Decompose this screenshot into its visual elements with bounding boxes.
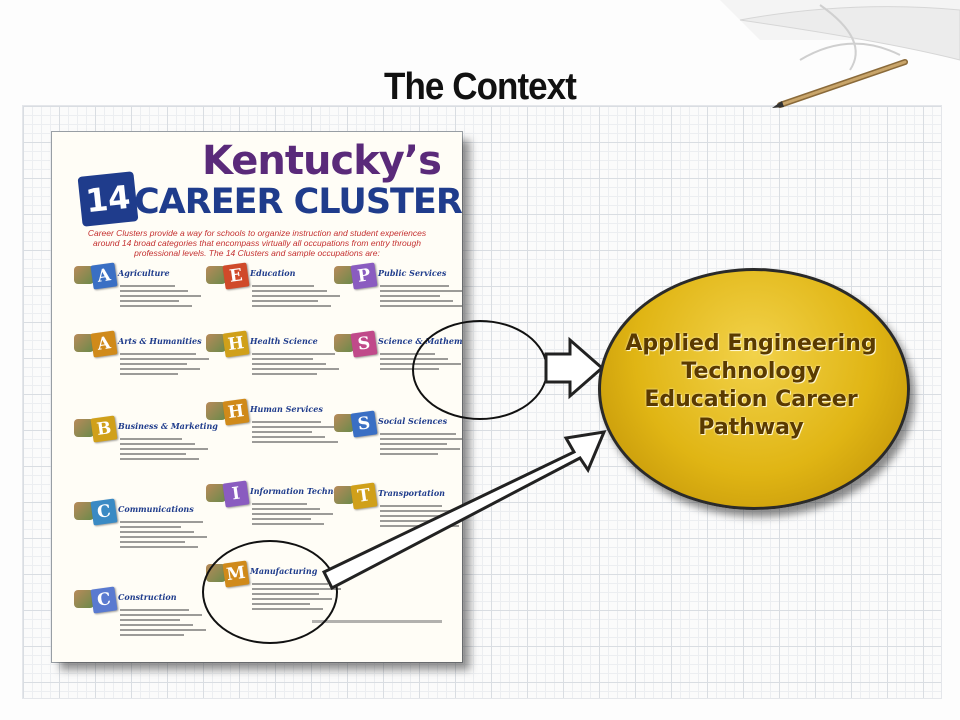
poster-heading-kentucky: Kentucky’s — [202, 138, 442, 184]
cluster-occupation-lines — [120, 518, 210, 551]
pathway-label-line-3: Education Career — [644, 387, 858, 412]
cluster-picture-icon — [334, 486, 354, 504]
pathway-label: Applied Engineering Technology Education… — [598, 330, 904, 442]
pathway-label-line-1: Applied Engineering — [625, 331, 877, 356]
cluster-picture-icon — [206, 484, 226, 502]
cluster-picture-icon — [74, 502, 94, 520]
arrow-to-pathway-upper — [544, 336, 605, 400]
pathway-label-line-2: Technology — [681, 359, 821, 384]
cluster-occupation-lines — [120, 282, 210, 310]
cluster-name: Public Services — [378, 268, 447, 278]
highlight-ellipse-manufacturing — [202, 540, 338, 644]
cluster-name: Construction — [118, 592, 177, 602]
cluster-picture-icon — [206, 266, 226, 284]
cluster-name: Agriculture — [118, 268, 170, 278]
cluster-picture-icon — [206, 402, 226, 420]
poster-heading-clusters: CAREER CLUSTERS — [134, 182, 462, 222]
cluster-occupation-lines — [120, 350, 210, 378]
cluster-occupation-lines — [252, 418, 342, 446]
poster-intro-text: Career Clusters provide a way for school… — [87, 228, 427, 258]
cluster-name: Human Services — [250, 404, 323, 414]
cluster-name: Communications — [118, 504, 194, 514]
cluster-occupation-lines — [252, 350, 342, 378]
cluster-occupation-lines — [252, 500, 342, 528]
cluster-name: Information Technology — [250, 486, 358, 496]
slide-title: The Context — [384, 66, 577, 108]
cluster-picture-icon — [74, 266, 94, 284]
cluster-picture-icon — [206, 334, 226, 352]
cluster-occupation-lines — [380, 282, 462, 310]
cluster-occupation-lines — [120, 606, 210, 639]
paper-and-pencil-decoration — [720, 0, 960, 108]
cluster-name: Science & Mathematics — [378, 336, 462, 346]
poster-footer-line — [312, 620, 442, 623]
cluster-occupation-lines — [380, 430, 462, 458]
cluster-occupation-lines — [120, 435, 210, 463]
arrow-to-pathway-lower — [321, 430, 607, 591]
cluster-picture-icon — [334, 334, 354, 352]
cluster-picture-icon — [334, 414, 354, 432]
pathway-circle — [598, 268, 910, 510]
cluster-name: Social Sciences — [378, 416, 448, 426]
cluster-picture-icon — [334, 266, 354, 284]
cluster-picture-icon — [74, 419, 94, 437]
cluster-name: Health Science — [250, 336, 318, 346]
cluster-picture-icon — [74, 590, 94, 608]
cluster-name: Business & Marketing — [118, 421, 218, 431]
cluster-occupation-lines — [252, 282, 342, 310]
pathway-label-line-4: Pathway — [698, 415, 804, 440]
cluster-name: Education — [250, 268, 296, 278]
cluster-picture-icon — [74, 334, 94, 352]
cluster-name: Arts & Humanities — [118, 336, 202, 346]
cluster-name: Transportation — [378, 488, 445, 498]
